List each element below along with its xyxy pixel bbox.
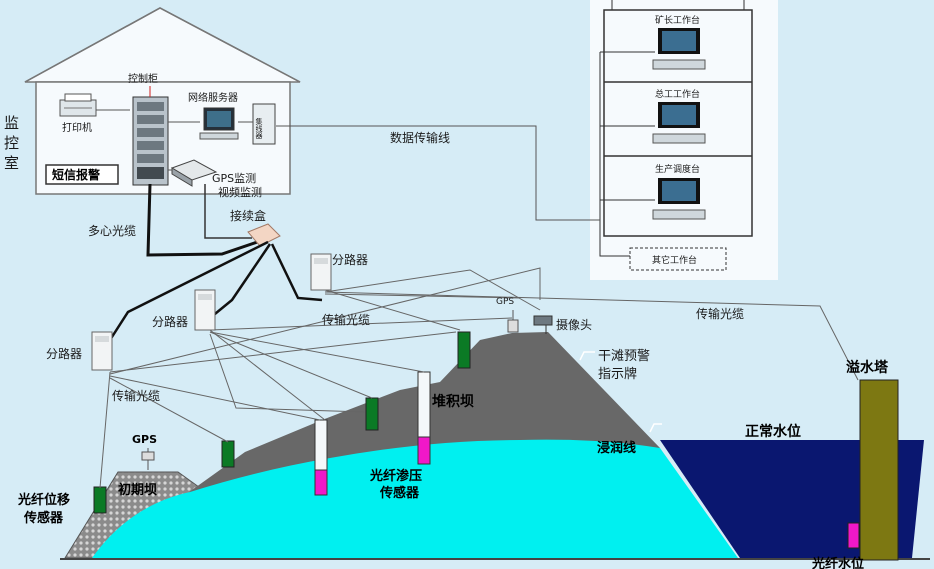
displacement-marker-4: [457, 331, 471, 369]
junction-box-icon: [247, 223, 281, 247]
seepage-line-label: 浸润线: [597, 440, 636, 456]
displacement-marker-3: [365, 397, 379, 431]
initial-dam-label: 初期坝: [118, 482, 157, 498]
displacement-marker-2: [221, 440, 235, 468]
fiber-cable-label-1: 传输光缆: [322, 312, 370, 327]
seepage-sensor-tube-1: [314, 419, 328, 496]
hub-box: [252, 103, 276, 145]
splitter-icon-3: [310, 253, 332, 291]
splitter-icon-1: [91, 331, 113, 371]
office-station-label-2: 总工工作台: [655, 88, 700, 100]
splitter-label-1: 分路器: [46, 346, 82, 361]
network-server-icon: [199, 107, 239, 140]
camera-icon: [533, 315, 553, 334]
workstation-icon-1: [652, 28, 706, 70]
hub-label: 集线器: [255, 117, 263, 140]
displacement-sensor-label-2: 传感器: [23, 510, 64, 526]
displacement-sensor-label-1: 光纤位移: [17, 492, 70, 508]
workstation-icon-3: [652, 178, 706, 220]
switch-device-icon: [170, 159, 218, 187]
seepage-sensor-label-1: 光纤渗压: [369, 468, 422, 484]
seepage-sensor-label-2: 传感器: [379, 485, 420, 501]
data-line-label: 数据传输线: [390, 130, 450, 145]
normal-water-label: 正常水位: [745, 423, 801, 440]
seepage-area: [92, 439, 738, 558]
overflow-tower: [859, 379, 899, 561]
multi-core-cable-label: 多心光缆: [88, 224, 136, 238]
control-cabinet-icon: [132, 96, 169, 186]
monitor-room-label-3: 室: [4, 154, 19, 172]
beach-sign-label-2: 指示牌: [598, 366, 637, 382]
fiber-water-level-label: 光纤水位: [811, 556, 864, 569]
splitter-icon-2: [194, 289, 216, 331]
office-station-label-1: 矿长工作台: [655, 14, 700, 26]
office-station-label-3: 生产调度台: [655, 163, 700, 175]
other-station-label: 其它工作台: [652, 254, 697, 266]
displacement-marker-1: [93, 486, 107, 514]
water-level-sensor: [847, 522, 860, 549]
workstation-icon-2: [652, 102, 706, 144]
control-cabinet-label: 控制柜: [128, 72, 158, 85]
junction-box-label: 接续盒: [230, 208, 266, 223]
sms-alarm-label: 短信报警: [52, 167, 100, 182]
transmission-cables: [99, 267, 859, 489]
seepage-sensor-tube-2: [417, 371, 431, 465]
camera-label: 摄像头: [556, 317, 592, 332]
initial-dam-gps-label: GPS: [132, 433, 157, 446]
dam-label: 堆积坝: [432, 393, 474, 410]
initial-dam-gps-icon: [141, 448, 155, 470]
splitter-label-3: 分路器: [332, 252, 368, 267]
gps-top-label: GPS: [496, 297, 514, 307]
printer-icon: [59, 93, 97, 117]
network-server-label: 网络服务器: [188, 91, 238, 104]
video-monitor-label: 视频监测: [218, 185, 262, 199]
splitter-label-2: 分路器: [152, 314, 188, 329]
monitor-room-label-1: 监: [4, 114, 19, 132]
gps-antenna-icon: [507, 310, 519, 333]
fiber-cable-label-2: 传输光缆: [696, 306, 744, 321]
beach-sign-label-1: 干滩预警: [598, 348, 650, 364]
printer-label: 打印机: [62, 121, 92, 134]
gps-monitor-label: GPS监测: [212, 172, 256, 185]
overflow-tower-label: 溢水塔: [846, 359, 889, 376]
fiber-cable-label-3: 传输光缆: [112, 388, 160, 403]
monitor-room-label-2: 控: [4, 134, 19, 152]
sms-alarm-box: [45, 164, 119, 185]
